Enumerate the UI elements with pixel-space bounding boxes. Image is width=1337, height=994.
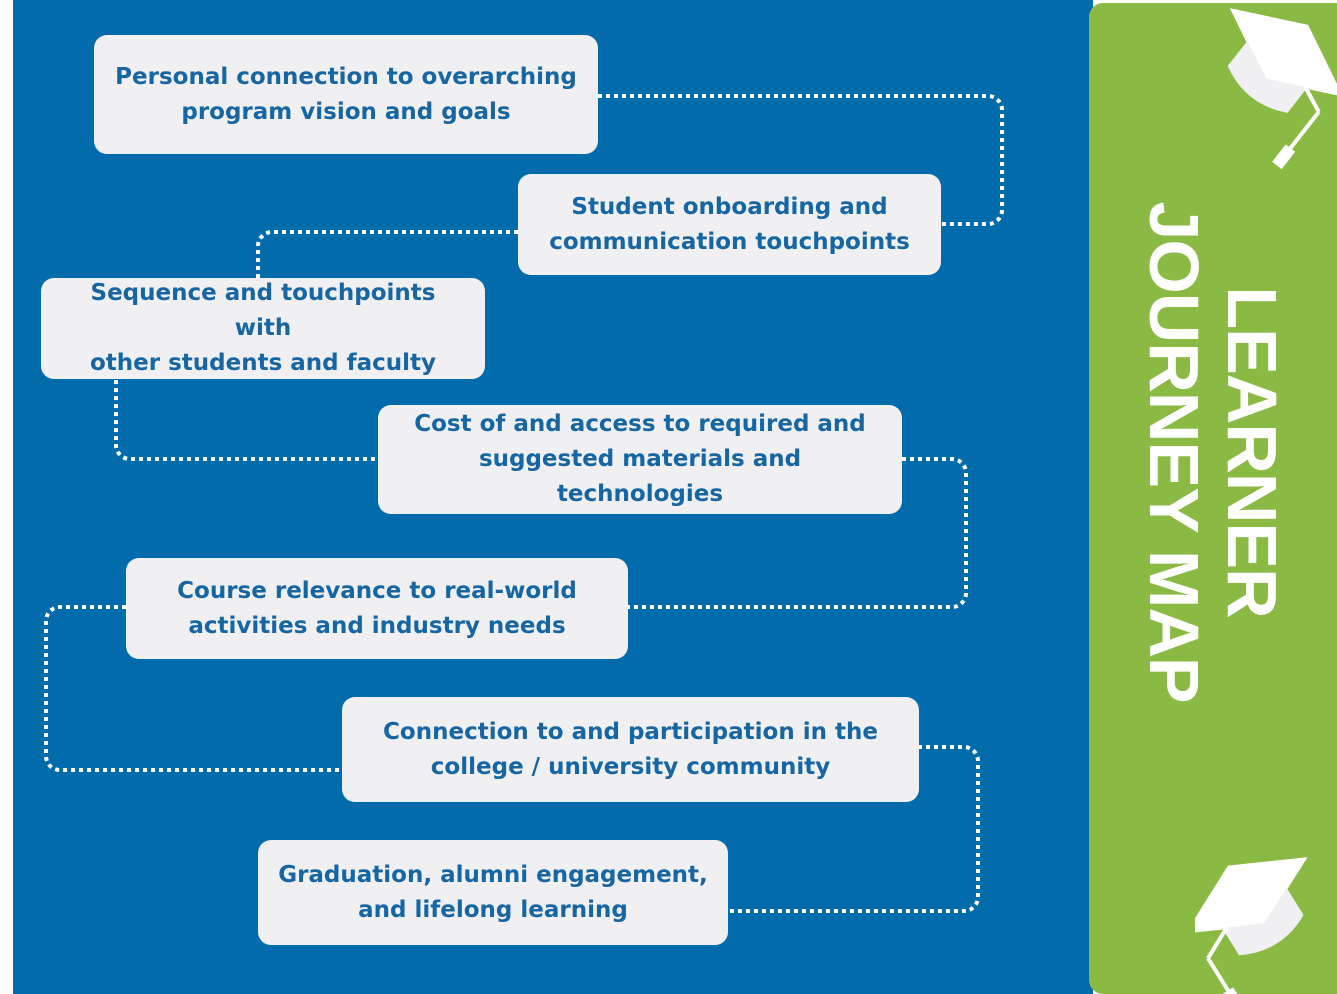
step-sequence-touchpoints: Sequence and touchpoints with other stud…	[41, 278, 485, 379]
step-course-relevance: Course relevance to real-world activitie…	[126, 558, 628, 659]
step-label: Student onboarding and communication tou…	[549, 193, 910, 255]
step-label: Personal connection to overarching progr…	[115, 63, 577, 125]
step-student-onboarding: Student onboarding and communication tou…	[518, 174, 941, 275]
step-label: Graduation, alumni engagement, and lifel…	[278, 861, 708, 923]
step-cost-and-access: Cost of and access to required and sugge…	[378, 405, 902, 514]
step-label: Connection to and participation in the c…	[383, 718, 878, 780]
step-label: Course relevance to real-world activitie…	[177, 577, 577, 639]
title-panel	[1089, 3, 1337, 994]
title-line-1: LEARNER	[1212, 286, 1291, 618]
step-personal-connection: Personal connection to overarching progr…	[94, 35, 598, 154]
title-wrap: LEARNER JOURNEY MAP	[1105, 122, 1320, 782]
step-label: Sequence and touchpoints with other stud…	[89, 280, 437, 376]
page-title: LEARNER JOURNEY MAP	[1135, 122, 1291, 782]
title-line-2: JOURNEY MAP	[1134, 201, 1213, 703]
step-label: Cost of and access to required and sugge…	[414, 411, 866, 507]
step-graduation: Graduation, alumni engagement, and lifel…	[258, 840, 728, 945]
graduation-cap-icon	[1227, 8, 1337, 170]
step-community-participation: Connection to and participation in the c…	[342, 697, 919, 802]
graduation-cap-icon	[1195, 857, 1308, 994]
